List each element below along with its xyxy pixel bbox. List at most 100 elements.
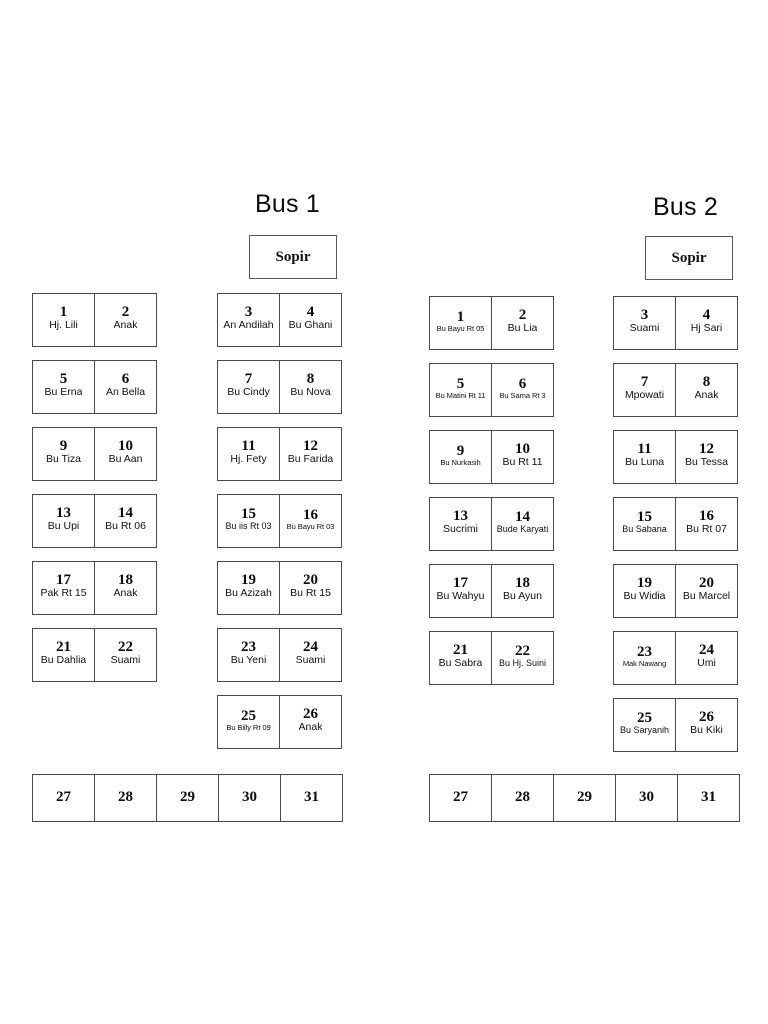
bus-1-driver-seat[interactable]: Sopir xyxy=(249,235,337,279)
seat-number: 26 xyxy=(303,706,318,723)
seat-number: 29 xyxy=(577,789,592,806)
seat-passenger-name: Bu Nova xyxy=(290,387,331,399)
seat-number: 18 xyxy=(118,572,133,589)
seat-passenger-name: Bu Widia xyxy=(623,591,666,603)
bus-2-driver-seat[interactable]: Sopir xyxy=(645,236,733,280)
seat-number: 14 xyxy=(118,505,133,522)
seat-number: 21 xyxy=(453,642,468,659)
seat-28[interactable]: 28 xyxy=(94,775,156,821)
seat-number: 8 xyxy=(702,374,711,391)
seat-number: 30 xyxy=(639,789,654,806)
seat-passenger-name: Bu Sabra xyxy=(438,658,483,670)
seat-30[interactable]: 30 xyxy=(218,775,280,821)
seat-number: 9 xyxy=(456,442,465,459)
seat-29[interactable]: 29 xyxy=(156,775,218,821)
seat-number: 5 xyxy=(456,375,465,392)
seat-passenger-name: Bu Lia xyxy=(507,323,538,335)
seat-passenger-name: Bu Rt 06 xyxy=(105,521,146,533)
seat-number: 10 xyxy=(118,438,133,455)
seat-27[interactable]: 27 xyxy=(33,775,94,821)
seat-passenger-name: Bu Erna xyxy=(44,387,83,399)
seat-31[interactable]: 31 xyxy=(677,775,739,821)
seat-number: 13 xyxy=(56,505,71,522)
seat-number: 23 xyxy=(241,639,256,656)
seat-passenger-name: Sucrimi xyxy=(442,524,478,536)
seat-number: 6 xyxy=(121,371,130,388)
seat-passenger-name: Hj. Lili xyxy=(49,320,78,332)
seat-28[interactable]: 28 xyxy=(491,775,553,821)
seat-passenger-name: Suami xyxy=(110,655,141,667)
seat-passenger-name: Mak Nawang xyxy=(622,659,667,668)
seat-number: 24 xyxy=(303,639,318,656)
seat-31[interactable]: 31 xyxy=(280,775,342,821)
seat-30[interactable]: 30 xyxy=(615,775,677,821)
seat-passenger-name: Bu Dahlia xyxy=(40,655,87,667)
seat-27[interactable]: 27 xyxy=(430,775,491,821)
seat-number: 29 xyxy=(180,789,195,806)
seat-29[interactable]: 29 xyxy=(553,775,615,821)
seat-number: 8 xyxy=(306,371,315,388)
